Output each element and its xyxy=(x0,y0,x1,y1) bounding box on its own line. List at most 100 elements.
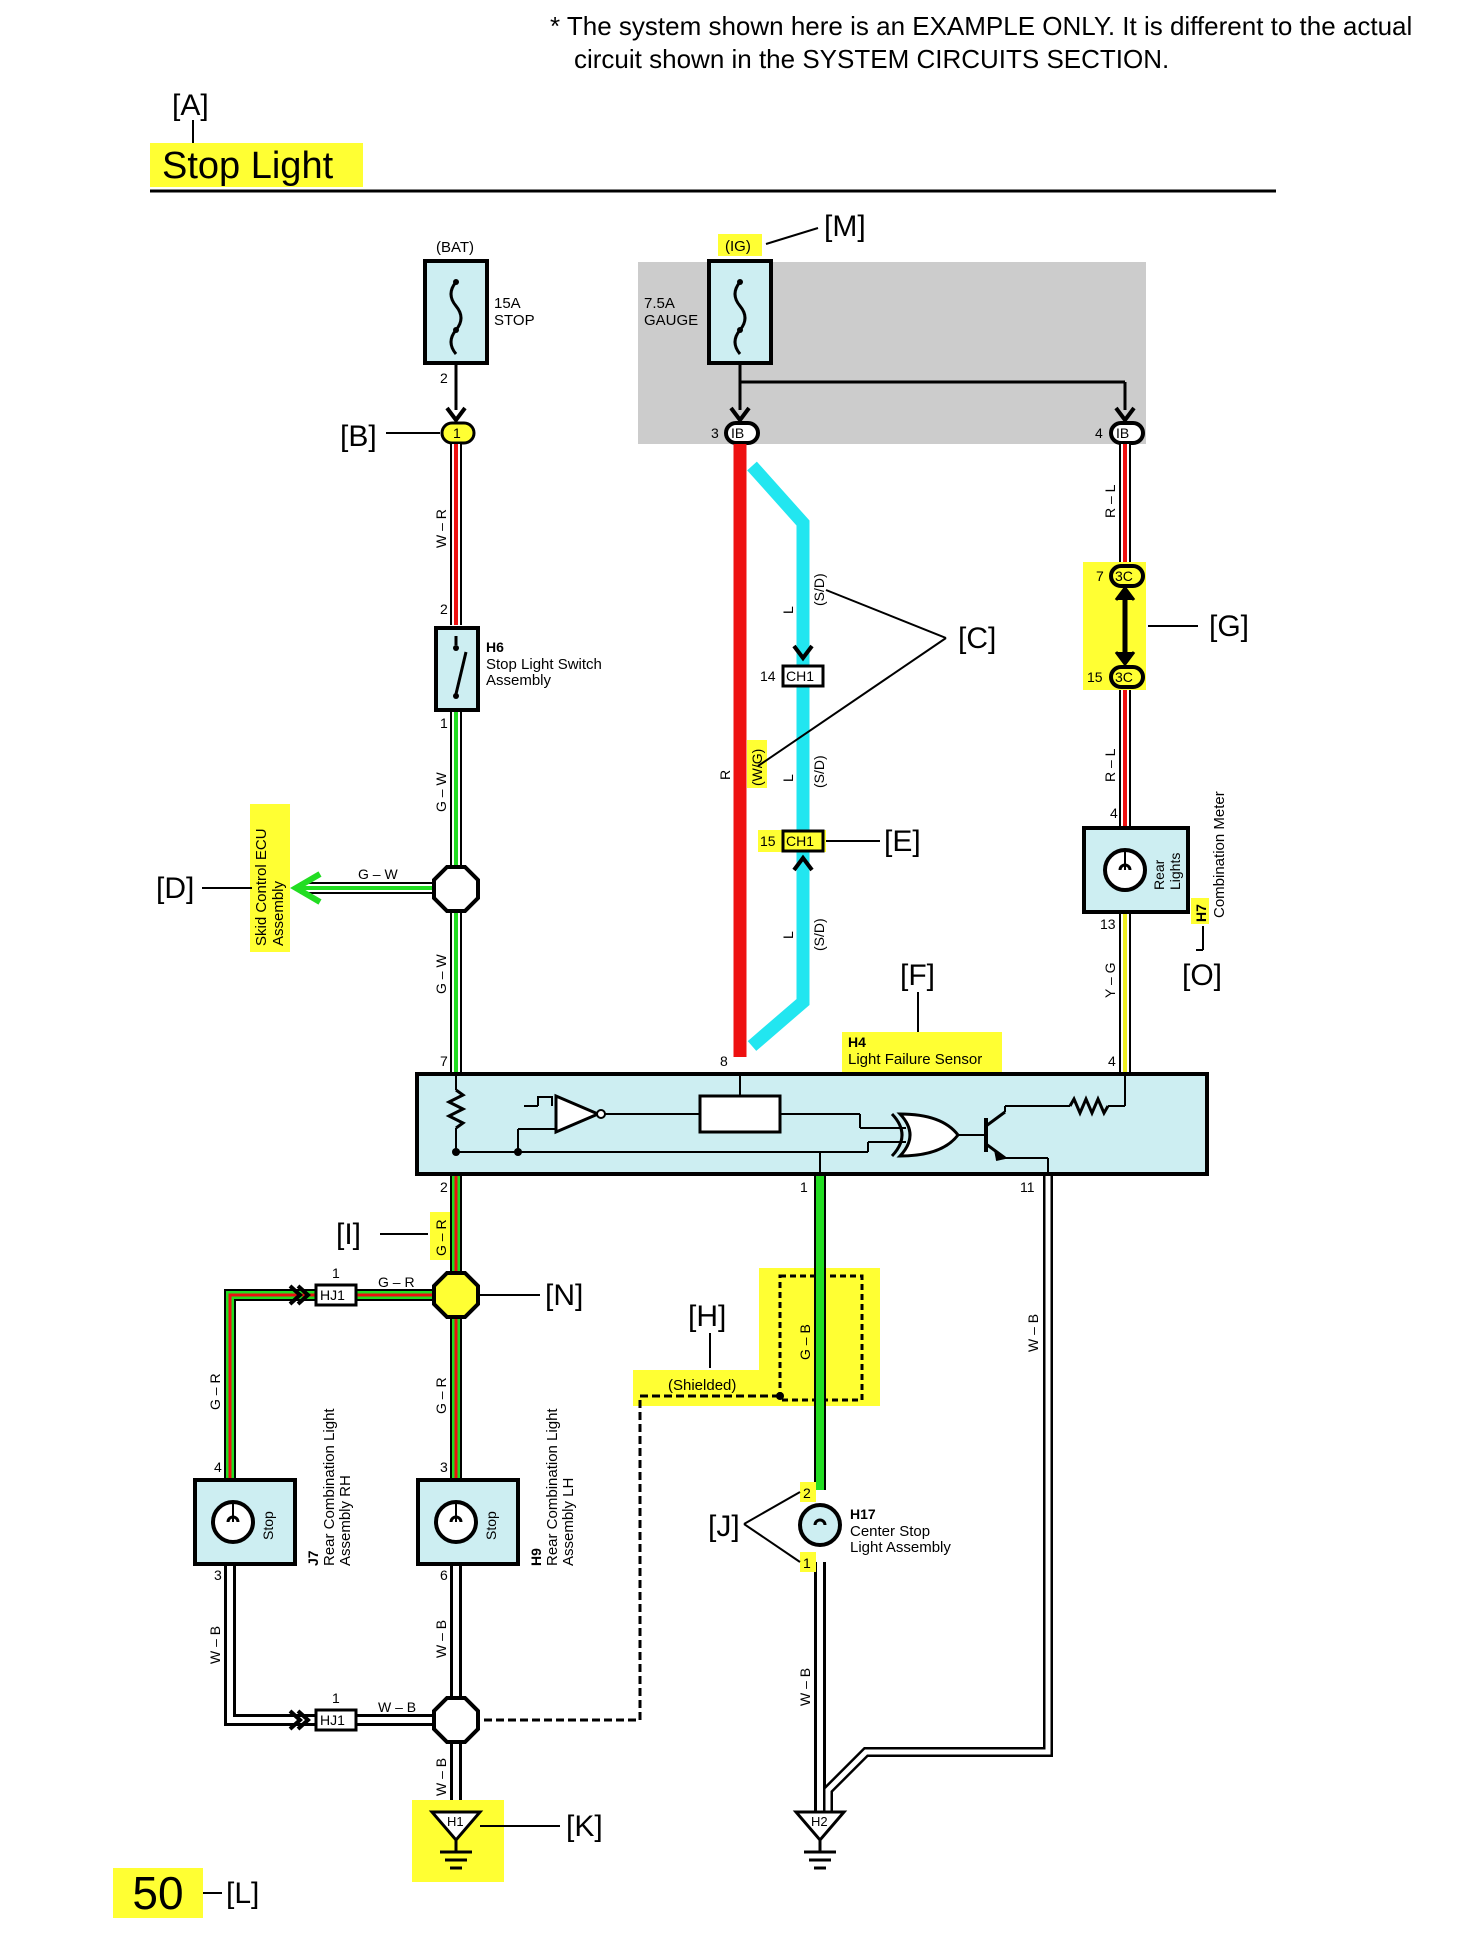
meter-name: Combination Meter xyxy=(1211,791,1228,918)
pin-sensor-2: 2 xyxy=(440,1179,448,1195)
pin-ch1-bottom: 15 xyxy=(760,833,776,849)
ecu-highlight xyxy=(250,804,290,952)
pin-sw-in: 2 xyxy=(440,601,448,617)
svg-text:[J]: [J] xyxy=(708,1510,740,1543)
gauge-fuse xyxy=(707,259,773,365)
pin-sensor-11: 11 xyxy=(1020,1179,1035,1195)
callout-a: [A] xyxy=(172,89,209,152)
pin-center-out-highlight xyxy=(800,1552,816,1572)
wire-code-r: R xyxy=(717,770,733,780)
svg-text:[G]: [G] xyxy=(1209,610,1249,643)
lh-code: H9 xyxy=(528,1548,544,1566)
wire-code-g-w-1: G – W xyxy=(433,772,449,812)
svg-text:[I]: [I] xyxy=(336,1218,361,1251)
pin-sensor-7: 7 xyxy=(440,1053,448,1069)
wire-code-g-r-3: G – R xyxy=(207,1373,223,1410)
wire-code-w-b-4: W – B xyxy=(797,1668,813,1706)
sensor-name: Light Failure Sensor xyxy=(848,1051,982,1068)
wire-code-w-r: W – R xyxy=(433,509,449,548)
splice-g-r xyxy=(432,1271,480,1319)
switch-name-2: Assembly xyxy=(486,672,552,689)
svg-text:[L]: [L] xyxy=(226,1877,259,1910)
center-code: H17 xyxy=(850,1506,876,1522)
svg-text:[C]: [C] xyxy=(958,622,996,655)
pin-3c-bottom: 15 xyxy=(1087,669,1103,685)
pin-lh-in: 3 xyxy=(440,1459,448,1475)
wire-code-y-g: Y – G xyxy=(1102,962,1118,998)
wire-code-r-l-2: R – L xyxy=(1102,748,1118,782)
pin-ch1-top: 14 xyxy=(760,668,776,684)
callout-c: [C] xyxy=(757,589,996,767)
rh-name-2: Assembly RH xyxy=(337,1475,354,1566)
pin-meter-out: 13 xyxy=(1100,916,1116,932)
wire-code-g-r-4: G – R xyxy=(378,1274,415,1290)
combination-meter xyxy=(1082,826,1190,914)
title-highlight xyxy=(150,143,363,187)
pin-ib-right: 4 xyxy=(1095,425,1103,441)
pin-3c-top: 7 xyxy=(1096,568,1104,584)
wire-code-w-b-5: W – B xyxy=(1025,1314,1041,1352)
callout-i: [I] xyxy=(336,1218,428,1251)
gauge-fuse-rating: 7.5A xyxy=(644,295,675,312)
lh-bulb-label: Stop xyxy=(483,1511,499,1540)
stop-fuse-rating: 15A xyxy=(494,295,521,312)
svg-text:[K]: [K] xyxy=(566,1810,603,1843)
pin-hj1-top: 1 xyxy=(332,1265,340,1281)
callout-j: [J] xyxy=(708,1491,801,1563)
wire-code-l-3: L xyxy=(780,931,796,939)
pin-ib-left: 3 xyxy=(711,425,719,441)
shield-drain-wire xyxy=(480,1394,780,1722)
connector-ch1-top xyxy=(781,664,825,688)
connector-ib-right xyxy=(1109,421,1145,445)
connector-3c-top-label: 3C xyxy=(1115,568,1133,584)
ground-h1-label: H1 xyxy=(447,1814,464,1829)
callout-o: [O] xyxy=(1182,926,1222,992)
note-line-1: * The system shown here is an EXAMPLE ON… xyxy=(550,11,1413,41)
pin-sw-out: 1 xyxy=(440,715,448,731)
page-title: Stop Light xyxy=(162,145,334,187)
rh-name-1: Rear Combination Light xyxy=(321,1408,338,1566)
ig-highlight xyxy=(718,234,762,256)
lh-name-2: Assembly LH xyxy=(560,1478,577,1566)
meter-code-highlight xyxy=(1191,898,1209,924)
wg-highlight xyxy=(747,740,767,788)
svg-text:[F]: [F] xyxy=(900,959,935,992)
connector-ch1-top-label: CH1 xyxy=(786,668,814,684)
shielded-label: (Shielded) xyxy=(668,1377,736,1394)
wire-code-g-w-2: G – W xyxy=(433,954,449,994)
callout-f: [F] xyxy=(900,959,935,1032)
stop-light-switch xyxy=(434,626,480,712)
callout-d: [D] xyxy=(156,872,252,905)
pin-lh-out: 6 xyxy=(440,1567,448,1583)
svg-text:[H]: [H] xyxy=(688,1300,726,1333)
junction-1-pin: 1 xyxy=(453,425,461,441)
callout-k: [K] xyxy=(480,1810,603,1843)
wire-g-r xyxy=(224,1176,462,1478)
svg-text:[N]: [N] xyxy=(545,1279,583,1312)
callout-h: [H] xyxy=(688,1300,726,1368)
wire-code-sd-2: (S/D) xyxy=(811,755,827,788)
ground-h2-label: H2 xyxy=(811,1814,828,1829)
rear-light-rh xyxy=(193,1478,297,1566)
wire-code-l-2: L xyxy=(780,774,796,782)
callout-m: [M] xyxy=(765,210,866,245)
ground-h2-icon xyxy=(792,1810,848,1870)
pin-center-out: 1 xyxy=(803,1555,811,1571)
wire-code-w-b-6: W – B xyxy=(378,1699,416,1715)
ground-h1-icon xyxy=(428,1810,484,1870)
switch-name-1: Stop Light Switch xyxy=(486,656,602,673)
splice-g-w xyxy=(432,865,480,913)
pin-center-in-highlight xyxy=(800,1482,816,1502)
connector-ib-left-label: IB xyxy=(731,425,744,441)
connector-hj1-bottom-label: HJ1 xyxy=(320,1712,345,1728)
connector-3c-top xyxy=(1109,564,1145,588)
sensor-label-highlight xyxy=(842,1032,1002,1072)
wire-l xyxy=(747,461,810,1051)
gauge-fuse-name: GAUGE xyxy=(644,312,698,329)
pin-rh-in: 4 xyxy=(214,1459,222,1475)
svg-text:[E]: [E] xyxy=(884,825,921,858)
connector-ib-left xyxy=(724,421,760,445)
svg-text:[O]: [O] xyxy=(1182,959,1222,992)
